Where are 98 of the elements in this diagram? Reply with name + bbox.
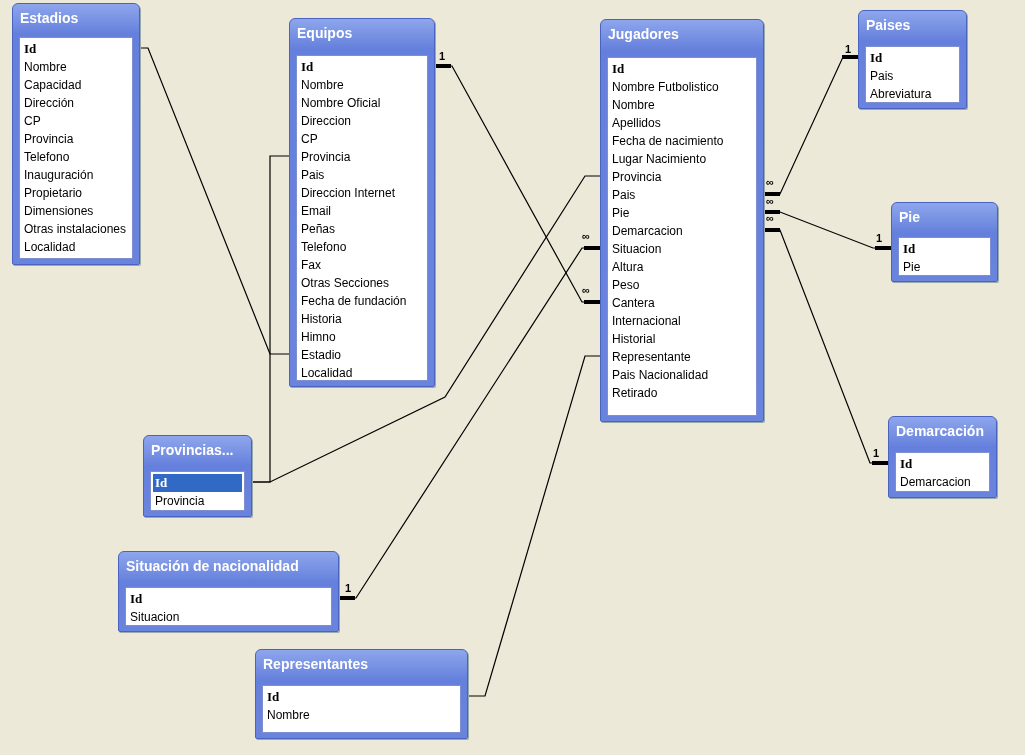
- field-name: Demarcacion: [899, 474, 972, 491]
- key-field-name: Id: [300, 58, 315, 76]
- field-name: Propietario: [23, 185, 84, 202]
- field-name: Inauguración: [23, 167, 95, 184]
- relationship-line: [763, 55, 859, 196]
- key-field-name: Id: [266, 688, 281, 706]
- field-name: Pais: [300, 167, 326, 184]
- field-name: Nombre: [266, 707, 311, 724]
- field-name: Retirado: [611, 385, 659, 402]
- table-title: Jugadores: [608, 26, 679, 42]
- field-name: Pie: [611, 205, 631, 222]
- field-name: Nombre: [611, 97, 656, 114]
- table-box: [118, 551, 339, 632]
- key-field-name: Id: [902, 240, 917, 258]
- field-name: Historial: [611, 331, 657, 348]
- key-field-name: Id: [23, 40, 38, 58]
- relationship-line: [467, 355, 601, 697]
- field-name: Lugar Nacimiento: [611, 151, 708, 168]
- field-name: Fecha de nacimiento: [611, 133, 725, 150]
- key-field-name: Id: [611, 60, 626, 78]
- cardinality-label: ∞: [766, 196, 774, 207]
- field-name: Internacional: [611, 313, 682, 330]
- field-name: Fax: [300, 257, 322, 274]
- field-name: Otras Secciones: [300, 275, 391, 292]
- field-name: Provincia: [23, 131, 75, 148]
- key-field-name: Id: [899, 455, 914, 473]
- table-title: Situación de nacionalidad: [126, 558, 299, 574]
- relationship-line: [763, 228, 889, 465]
- field-name: Nombre Oficial: [300, 95, 382, 112]
- table-box: [12, 3, 140, 265]
- table-title: Demarcación: [896, 423, 984, 439]
- field-name: Provincia: [611, 169, 663, 186]
- field-name: Estadio: [300, 347, 343, 364]
- key-field-name: Id: [153, 474, 242, 492]
- field-name: Fecha de fundación: [300, 293, 408, 310]
- table-box: [891, 202, 998, 282]
- key-field-name: Id: [869, 49, 884, 67]
- field-name: Apellidos: [611, 115, 662, 132]
- table-title: Pie: [899, 209, 920, 225]
- field-name: Nombre: [23, 59, 68, 76]
- table-title: Representantes: [263, 656, 369, 672]
- field-name: Demarcacion: [611, 223, 684, 240]
- field-name: CP: [300, 131, 319, 148]
- cardinality-label: 1: [345, 583, 352, 594]
- field-name: Altura: [611, 259, 645, 276]
- table-box: [289, 18, 435, 387]
- table-box: [888, 416, 997, 498]
- field-name: Pais: [611, 187, 637, 204]
- cardinality-label: 1: [873, 448, 880, 459]
- table-title: Paises: [866, 17, 911, 33]
- relationship-line: [434, 64, 601, 304]
- field-name: Telefono: [23, 149, 71, 166]
- key-field-name: Id: [129, 590, 144, 608]
- field-name: Localidad: [23, 239, 77, 256]
- table-title: Equipos: [297, 25, 353, 41]
- relationship-line: [763, 210, 892, 250]
- relationship-line: [251, 175, 601, 483]
- cardinality-label: ∞: [766, 213, 774, 224]
- table-box: [143, 435, 252, 517]
- field-name: Historia: [300, 311, 343, 328]
- field-name: Peso: [611, 277, 641, 294]
- field-name: CP: [23, 113, 42, 130]
- field-name: Situacion: [129, 609, 181, 626]
- field-name: Nombre: [300, 77, 345, 94]
- table-box: [255, 649, 468, 739]
- field-name: Email: [300, 203, 332, 220]
- relationship-line: [338, 246, 601, 600]
- field-name: Abreviatura: [869, 86, 933, 103]
- cardinality-label: ∞: [582, 231, 590, 242]
- field-name: Direccion: [300, 113, 352, 130]
- table-title: Estadios: [20, 10, 79, 26]
- field-name: Situacion: [611, 241, 663, 258]
- field-name: Nombre Futbolistico: [611, 79, 720, 96]
- field-name: Otras instalaciones: [23, 221, 128, 238]
- field-name: Provincia: [154, 493, 206, 510]
- cardinality-label: ∞: [582, 285, 590, 296]
- field-name: Pais: [869, 68, 895, 85]
- cardinality-label: 1: [439, 51, 446, 62]
- table-title: Provincias...: [151, 442, 234, 458]
- cardinality-label: 1: [876, 233, 883, 244]
- field-name: Provincia: [300, 149, 352, 166]
- field-name: Cantera: [611, 295, 656, 312]
- relationship-line: [139, 47, 290, 355]
- field-name: Dirección: [23, 95, 75, 112]
- field-name: Pie: [902, 259, 922, 276]
- field-name: Pais Nacionalidad: [611, 367, 710, 384]
- field-name: Telefono: [300, 239, 348, 256]
- field-name: Direccion Internet: [300, 185, 397, 202]
- field-name: Representante: [611, 349, 692, 366]
- field-name: Dimensiones: [23, 203, 95, 220]
- field-name: Capacidad: [23, 77, 83, 94]
- table-box: [600, 19, 764, 422]
- field-name: Localidad: [300, 365, 354, 382]
- table-box: [858, 10, 967, 109]
- cardinality-label: ∞: [766, 177, 774, 188]
- field-name: Peñas: [300, 221, 337, 238]
- cardinality-label: 1: [845, 44, 852, 55]
- field-name: Himno: [300, 329, 337, 346]
